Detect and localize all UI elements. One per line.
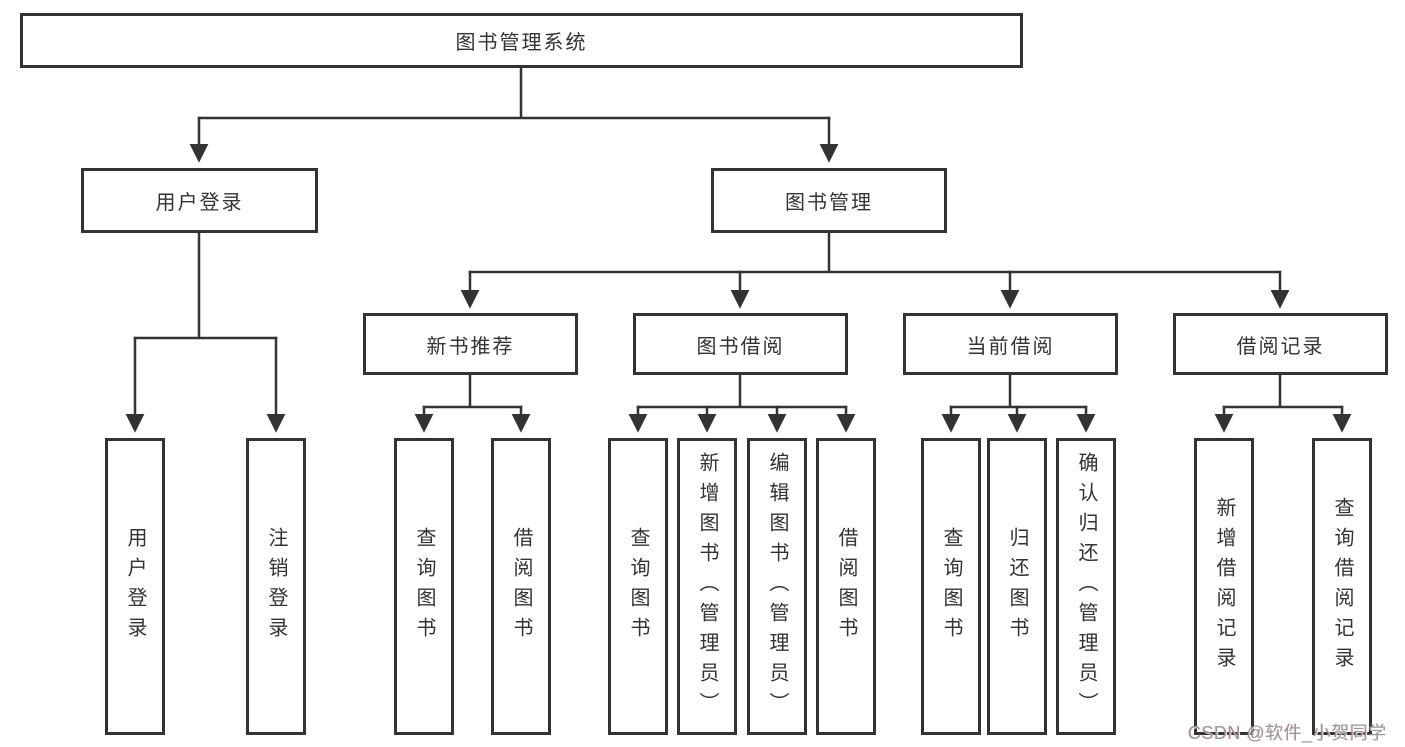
node-root-label: 图书管理系统 — [455, 32, 588, 54]
leaf-record-query-label: 查询借阅记录 — [1331, 496, 1353, 677]
leaf-newbook-borrow: 借阅图书 — [491, 438, 551, 735]
leaf-logout-label: 注销登录 — [265, 526, 287, 647]
leaf-newbook-query: 查询图书 — [394, 438, 454, 735]
leaf-borrow-add-book-label: 新增图书（管理员） — [696, 451, 718, 722]
leaf-borrow-query: 查询图书 — [608, 438, 668, 735]
node-current-borrow-label: 当前借阅 — [966, 335, 1055, 358]
node-root: 图书管理系统 — [20, 13, 1023, 68]
node-current-borrow: 当前借阅 — [903, 313, 1118, 375]
node-user-login-label: 用户登录 — [155, 192, 244, 214]
leaf-record-add-label: 新增借阅记录 — [1213, 496, 1235, 677]
leaf-current-return-label: 归还图书 — [1006, 526, 1028, 647]
leaf-current-confirm-return-label: 确认归还（管理员） — [1075, 451, 1097, 722]
leaf-current-query: 查询图书 — [921, 438, 981, 735]
leaf-current-return: 归还图书 — [987, 438, 1047, 735]
leaf-borrow-borrow-book: 借阅图书 — [816, 438, 876, 735]
leaf-borrow-edit-book: 编辑图书（管理员） — [747, 438, 807, 735]
leaf-current-query-label: 查询图书 — [940, 526, 962, 647]
leaf-current-confirm-return: 确认归还（管理员） — [1056, 438, 1116, 735]
leaf-borrow-query-label: 查询图书 — [627, 526, 649, 647]
leaf-borrow-edit-book-label: 编辑图书（管理员） — [766, 451, 788, 722]
node-book-management-label: 图书管理 — [785, 192, 873, 214]
leaf-borrow-add-book: 新增图书（管理员） — [677, 438, 737, 735]
node-book-management: 图书管理 — [711, 168, 947, 233]
leaf-record-query: 查询借阅记录 — [1312, 438, 1372, 735]
node-user-login: 用户登录 — [81, 168, 318, 233]
leaf-logout: 注销登录 — [246, 438, 306, 735]
node-book-borrow-label: 图书借阅 — [696, 335, 785, 358]
leaf-record-add: 新增借阅记录 — [1194, 438, 1254, 735]
csdn-watermark: CSDN @软件_小贺同学 — [1188, 723, 1387, 743]
node-book-borrow: 图书借阅 — [633, 313, 848, 375]
leaf-borrow-borrow-book-label: 借阅图书 — [835, 526, 857, 647]
leaf-newbook-query-label: 查询图书 — [413, 526, 435, 647]
node-borrow-record-label: 借阅记录 — [1236, 335, 1325, 358]
leaf-user-login: 用户登录 — [105, 438, 165, 735]
node-new-book-recommend: 新书推荐 — [363, 313, 578, 375]
node-borrow-record: 借阅记录 — [1173, 313, 1388, 375]
leaf-user-login-label: 用户登录 — [124, 526, 146, 647]
leaf-newbook-borrow-label: 借阅图书 — [510, 526, 532, 647]
node-new-book-recommend-label: 新书推荐 — [426, 335, 515, 358]
